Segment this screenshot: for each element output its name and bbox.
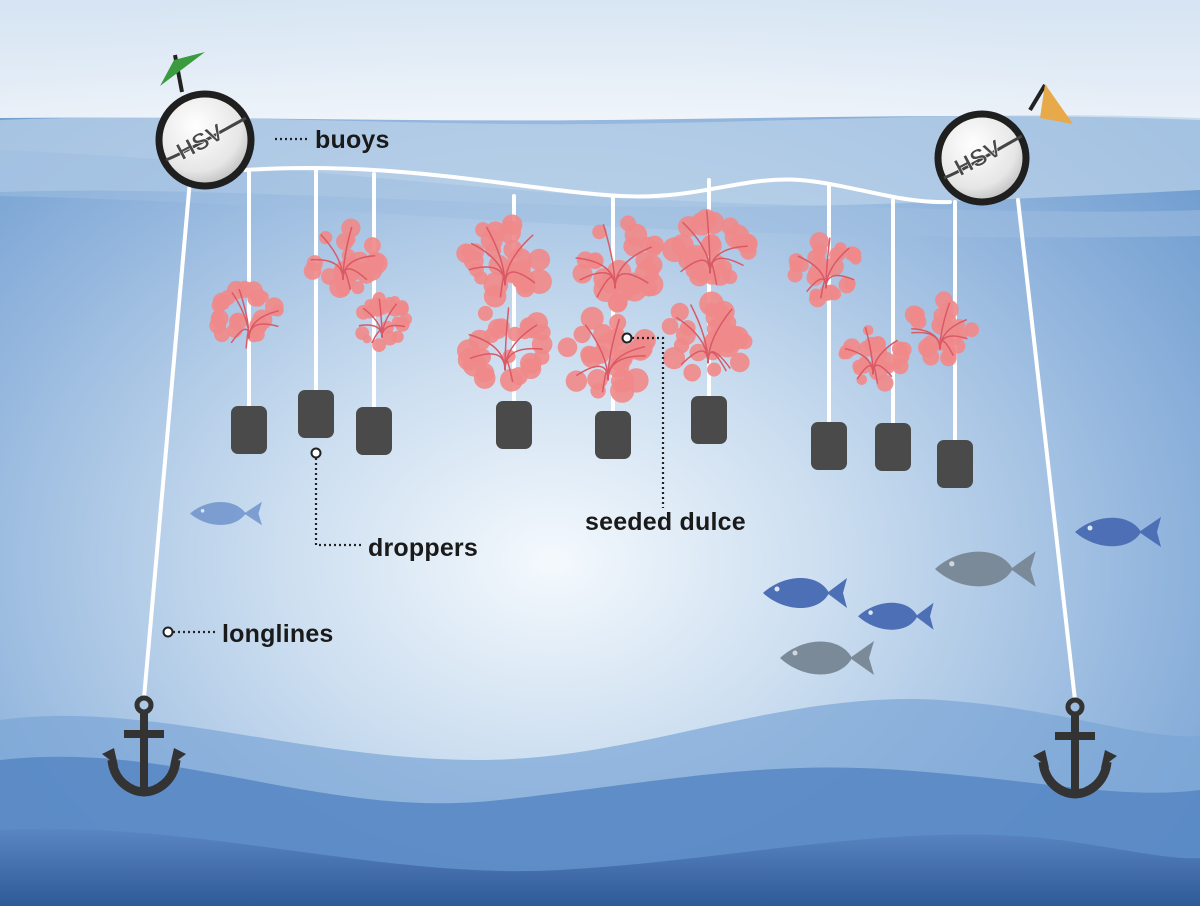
weight-icon <box>595 411 631 459</box>
label-droppers: droppers <box>368 534 478 562</box>
weight-icon <box>298 390 334 438</box>
weight-icon <box>356 407 392 455</box>
weight-icon <box>496 401 532 449</box>
label-buoys: buoys <box>315 126 390 154</box>
weight-icon <box>231 406 267 454</box>
weight-icon <box>811 422 847 470</box>
weight-icon <box>875 423 911 471</box>
label-longlines: longlines <box>222 620 334 648</box>
weight-icon <box>937 440 973 488</box>
label-seeded-dulce: seeded dulce <box>585 508 746 536</box>
weight-icon <box>691 396 727 444</box>
